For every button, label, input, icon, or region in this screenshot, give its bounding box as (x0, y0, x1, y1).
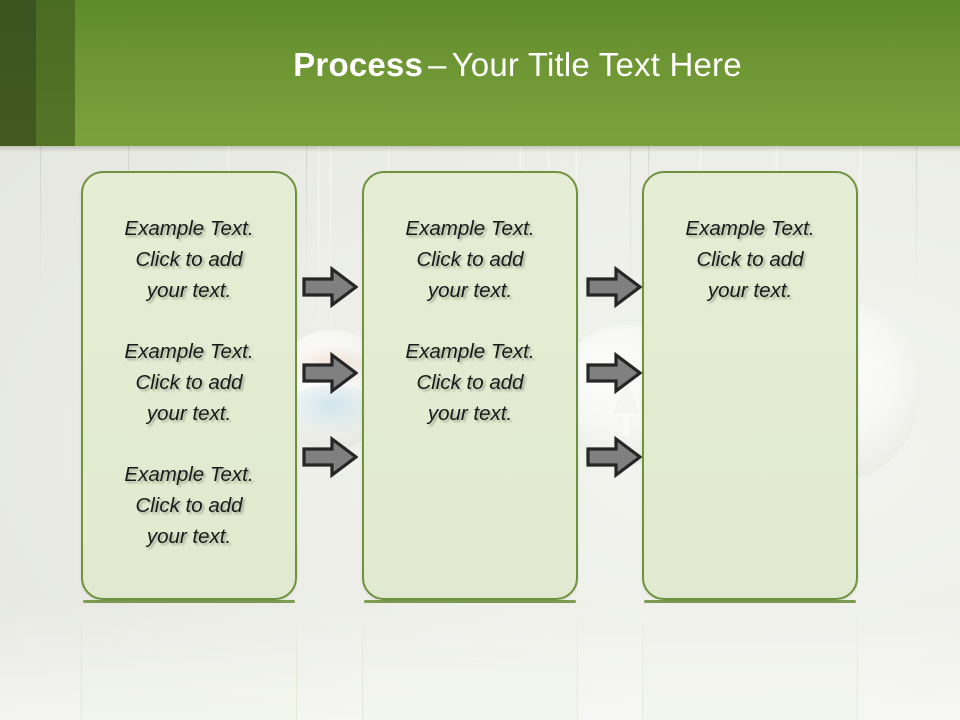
bottom-fade (0, 600, 960, 720)
process-text-block[interactable]: Example Text. Click to add your text. (124, 217, 254, 302)
process-text-block[interactable]: Example Text. Click to add your text. (405, 340, 535, 425)
process-text-block[interactable]: Example Text. Click to add your text. (124, 463, 254, 548)
reflection-cap-2 (364, 600, 576, 603)
arrow-right-icon[interactable] (302, 436, 358, 478)
reflection-cap-1 (83, 600, 295, 603)
process-text-block[interactable]: Example Text. Click to add your text. (685, 217, 815, 302)
slide-header: Process – Your Title Text Here (0, 0, 960, 146)
arrow-right-icon[interactable] (586, 352, 642, 394)
process-box-3-content: Example Text. Click to add your text. (644, 173, 856, 598)
page-title: Process – Your Title Text Here (75, 0, 960, 146)
process-box-2-content: Example Text. Click to add your text. Ex… (364, 173, 576, 598)
process-text-block[interactable]: Example Text. Click to add your text. (405, 217, 535, 302)
process-box-1[interactable]: Example Text. Click to add your text. Ex… (81, 171, 297, 600)
process-box-3[interactable]: Example Text. Click to add your text. (642, 171, 858, 600)
header-band-dark (0, 0, 36, 146)
arrow-right-icon[interactable] (302, 352, 358, 394)
reflection-column-3 (642, 602, 858, 720)
arrow-right-icon[interactable] (586, 266, 642, 308)
page-title-rest: Your Title Text Here (451, 46, 742, 83)
process-box-1-content: Example Text. Click to add your text. Ex… (83, 173, 295, 598)
header-shadow (0, 146, 960, 152)
arrow-right-icon[interactable] (302, 266, 358, 308)
reflection-cap-3 (644, 600, 856, 603)
process-box-2[interactable]: Example Text. Click to add your text. Ex… (362, 171, 578, 600)
process-text-block[interactable]: Example Text. Click to add your text. (124, 340, 254, 425)
arrow-right-icon[interactable] (586, 436, 642, 478)
header-band-mid (36, 0, 75, 146)
reflection-column-2 (362, 602, 578, 720)
page-title-bold: Process (293, 46, 424, 83)
reflection-column-1 (81, 602, 297, 720)
header-band-light (75, 0, 960, 146)
page-title-separator: – (428, 46, 447, 83)
